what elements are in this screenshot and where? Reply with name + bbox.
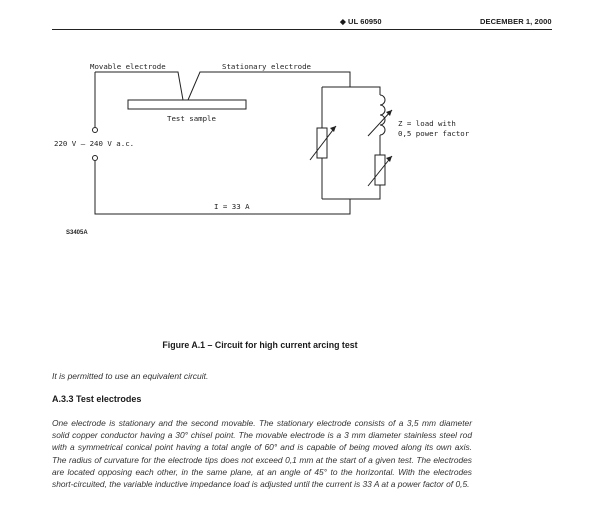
header-rule <box>52 29 552 30</box>
test-sample-label: Test sample <box>167 114 216 123</box>
variable-resistor-right <box>374 154 386 186</box>
variable-arrow-right <box>367 155 393 187</box>
variable-arrow-left <box>309 125 337 161</box>
section-heading: A.3.3 Test electrodes <box>52 394 142 404</box>
load-label-line1: Z = load with <box>398 119 456 128</box>
movable-electrode-label: Movable electrode <box>90 62 166 71</box>
test-sample-bar <box>127 99 247 110</box>
body-paragraph: One electrode is stationary and the seco… <box>52 418 472 490</box>
load-label-line2: 0,5 power factor <box>398 129 470 138</box>
header-standard: ◆ UL 60950 <box>340 17 382 26</box>
terminal-bottom <box>92 155 98 161</box>
figure-code: S3405A <box>66 230 88 236</box>
wire-branch-top <box>322 86 381 95</box>
stationary-electrode-label: Stationary electrode <box>222 62 311 71</box>
equivalent-circuit-note: It is permitted to use an equivalent cir… <box>52 371 209 381</box>
wire-left-top <box>95 71 184 101</box>
circuit-diagram <box>92 71 393 215</box>
terminal-top <box>92 127 98 133</box>
variable-arrow-coil <box>367 109 393 137</box>
current-label: I = 33 A <box>214 202 250 211</box>
inductor-coil <box>379 94 386 136</box>
header-date: DECEMBER 1, 2000 <box>480 17 552 26</box>
wire-left-bottom <box>94 161 351 215</box>
variable-resistor-left <box>316 127 328 159</box>
wire-right-top <box>187 71 351 101</box>
voltage-label: 220 V – 240 V a.c. <box>54 139 135 148</box>
wire-branch-bottom <box>322 188 381 200</box>
figure-caption: Figure A.1 – Circuit for high current ar… <box>162 340 358 350</box>
